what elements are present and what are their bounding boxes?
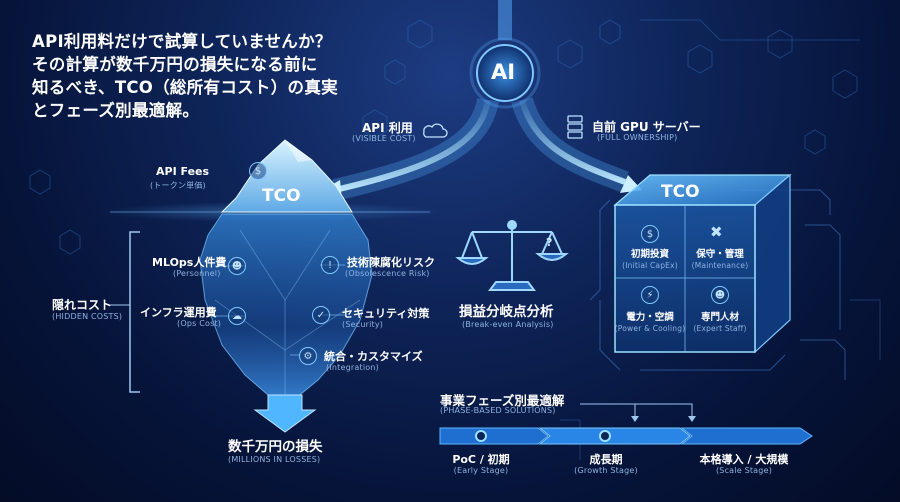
phase-early-label: PoC / 初期 — [452, 453, 510, 466]
headline-line-2: その計算が数千万円の損失になる前に — [32, 55, 318, 74]
scale-question: ? — [546, 236, 553, 249]
person-icon: ☻ — [228, 257, 246, 275]
ai-badge-circle — [476, 44, 534, 102]
loss-sub: (MILLIONS IN LOSSES) — [228, 455, 321, 464]
hidden-costs-sub: (HIDDEN COSTS) — [52, 312, 123, 321]
cube-maintenance-label: 保守・管理 — [696, 249, 744, 260]
breakeven-sub: (Break-even Analysis) — [462, 320, 554, 329]
hidden-item-ops-sub: (Ops Cost) — [177, 319, 222, 328]
ai-badge: AI — [491, 60, 516, 84]
gear-icon: ⚙ — [299, 347, 317, 365]
hidden-item-ops-label: インフラ運用費 — [140, 306, 217, 319]
loss-arrow — [253, 394, 317, 433]
cube-power-sub: (Power & Cooling) — [614, 324, 686, 333]
hidden-item-obsolescence-sub: (Obsolescence Risk) — [345, 269, 430, 278]
phase-growth-sub: (Growth Stage) — [574, 466, 638, 475]
hidden-item-personnel-label: MLOps人件費 — [152, 256, 227, 269]
cube-capex-label: 初期投資 — [630, 249, 670, 260]
own-path-sub: (FULL OWNERSHIP) — [597, 133, 678, 142]
cloud-icon: ☁ — [228, 307, 246, 325]
hexagon-decoration — [29, 19, 858, 255]
cube-tco: TCO — [661, 182, 700, 202]
dollar-icon: $ — [641, 225, 659, 243]
phases-title: 事業フェーズ別最適解 — [440, 393, 565, 408]
api-path-label: API 利用 — [362, 121, 413, 135]
dollar-icon: $ — [249, 162, 267, 180]
api-fees-sub: (トークン単価) — [150, 181, 206, 190]
cube-capex-sub: (Initial CapEx) — [622, 261, 678, 270]
hidden-item-obsolescence-label: 技術陳腐化リスク — [347, 256, 435, 269]
headline-line-3: 知るべき、TCO（総所有コスト）の真実 — [32, 78, 338, 97]
hidden-costs-label: 隠れコスト — [52, 298, 113, 312]
person-icon: ☻ — [711, 286, 729, 304]
hidden-item-security-label: セキュリティ対策 — [342, 307, 430, 320]
hidden-item-integration-label: 統合・カスタマイズ — [324, 350, 423, 363]
phases-sub: (PHASE-BASED SOLUTIONS) — [440, 406, 556, 415]
warning-icon: ! — [321, 256, 339, 274]
phase-growth-label: 成長期 — [589, 453, 623, 466]
headline-line-4: とフェーズ別最適解。 — [32, 101, 200, 120]
loss-label: 数千万円の損失 — [228, 439, 323, 455]
cube-side-face — [754, 173, 791, 354]
headline-line-1: API利用料だけで試算していませんか？ — [32, 32, 332, 51]
phase-early-sub: (Early Stage) — [453, 466, 509, 475]
cube-maintenance-sub: (Maintenance) — [691, 261, 749, 270]
hidden-item-integration-sub: (Integration) — [326, 363, 379, 372]
own-path-label: 自前 GPU サーバー — [592, 120, 701, 134]
phase-scale-label: 本格導入 / 大規模 — [699, 453, 789, 466]
headline: API利用料だけで試算していませんか？ その計算が数千万円の損失になる前に 知る… — [32, 30, 338, 122]
hidden-item-security-sub: (Security) — [342, 320, 384, 329]
cloud-icon — [423, 123, 448, 138]
hidden-item-personnel-sub: (Personnel) — [173, 269, 221, 278]
api-fees-label: API Fees — [156, 165, 210, 178]
phase-timeline — [439, 403, 813, 445]
iceberg-tco: TCO — [262, 186, 301, 206]
cube-power-label: 電力・空調 — [626, 312, 674, 323]
tools-icon: ✖ — [710, 223, 723, 241]
cube-staff-label: 専門人材 — [700, 312, 740, 323]
server-icon — [567, 115, 583, 139]
balance-scale — [455, 220, 569, 291]
power-icon: ⚡ — [641, 286, 659, 304]
cube-staff-sub: (Expert Staff) — [693, 324, 747, 333]
api-path-sub: (VISIBLE COST) — [352, 134, 416, 143]
breakeven-label: 損益分岐点分析 — [459, 304, 554, 320]
shield-icon: ✓ — [312, 306, 330, 324]
phase-scale-sub: (Scale Stage) — [715, 466, 773, 475]
